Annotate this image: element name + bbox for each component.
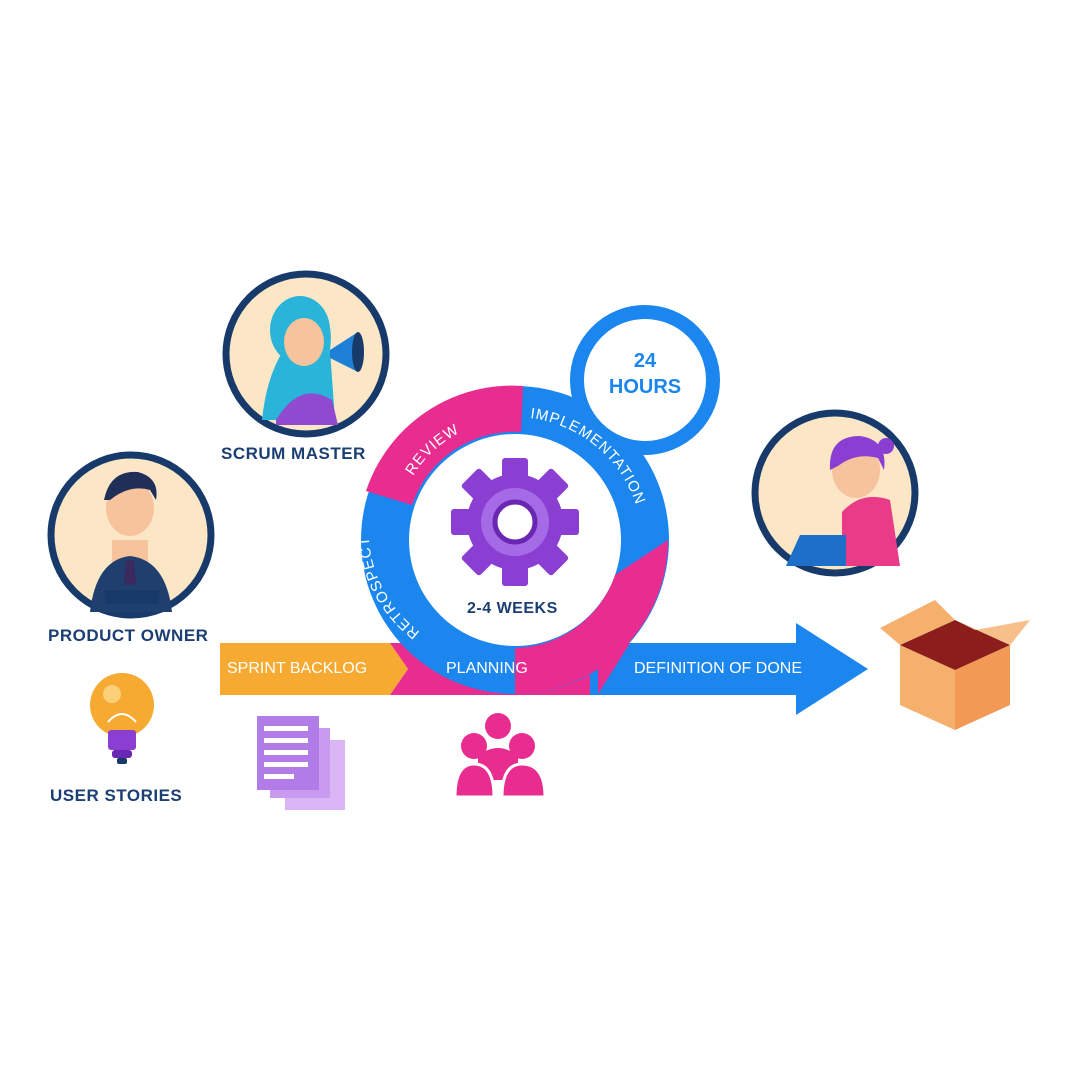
definition-of-done-label: DEFINITION OF DONE [634, 660, 802, 677]
product-owner-label: PRODUCT OWNER [48, 626, 209, 645]
sprint-backlog-label: SPRINT BACKLOG [227, 660, 368, 677]
scrum-master-label: SCRUM MASTER [221, 444, 366, 463]
product-owner-avatar [47, 451, 215, 619]
daily-bubble [570, 305, 720, 455]
scrum-master-avatar [222, 270, 390, 438]
definition-of-done-arrow [590, 623, 868, 715]
duration-label: 2-4 WEEKS [467, 600, 558, 617]
lightbulb-icon [90, 673, 154, 764]
box-icon [880, 600, 1030, 730]
gear-icon [451, 458, 579, 586]
planning-label: PLANNING [446, 660, 528, 677]
planning-arc-segment [515, 540, 668, 694]
daily-line1: 24 [633, 350, 657, 372]
sprint-backlog-segment [220, 643, 408, 695]
team-icon [453, 713, 547, 799]
daily-line2: HOURS [608, 376, 682, 398]
review-segment [366, 385, 523, 505]
user-stories-label: USER STORIES [50, 786, 183, 805]
developer-avatar [751, 409, 919, 577]
documents-icon [257, 716, 345, 810]
